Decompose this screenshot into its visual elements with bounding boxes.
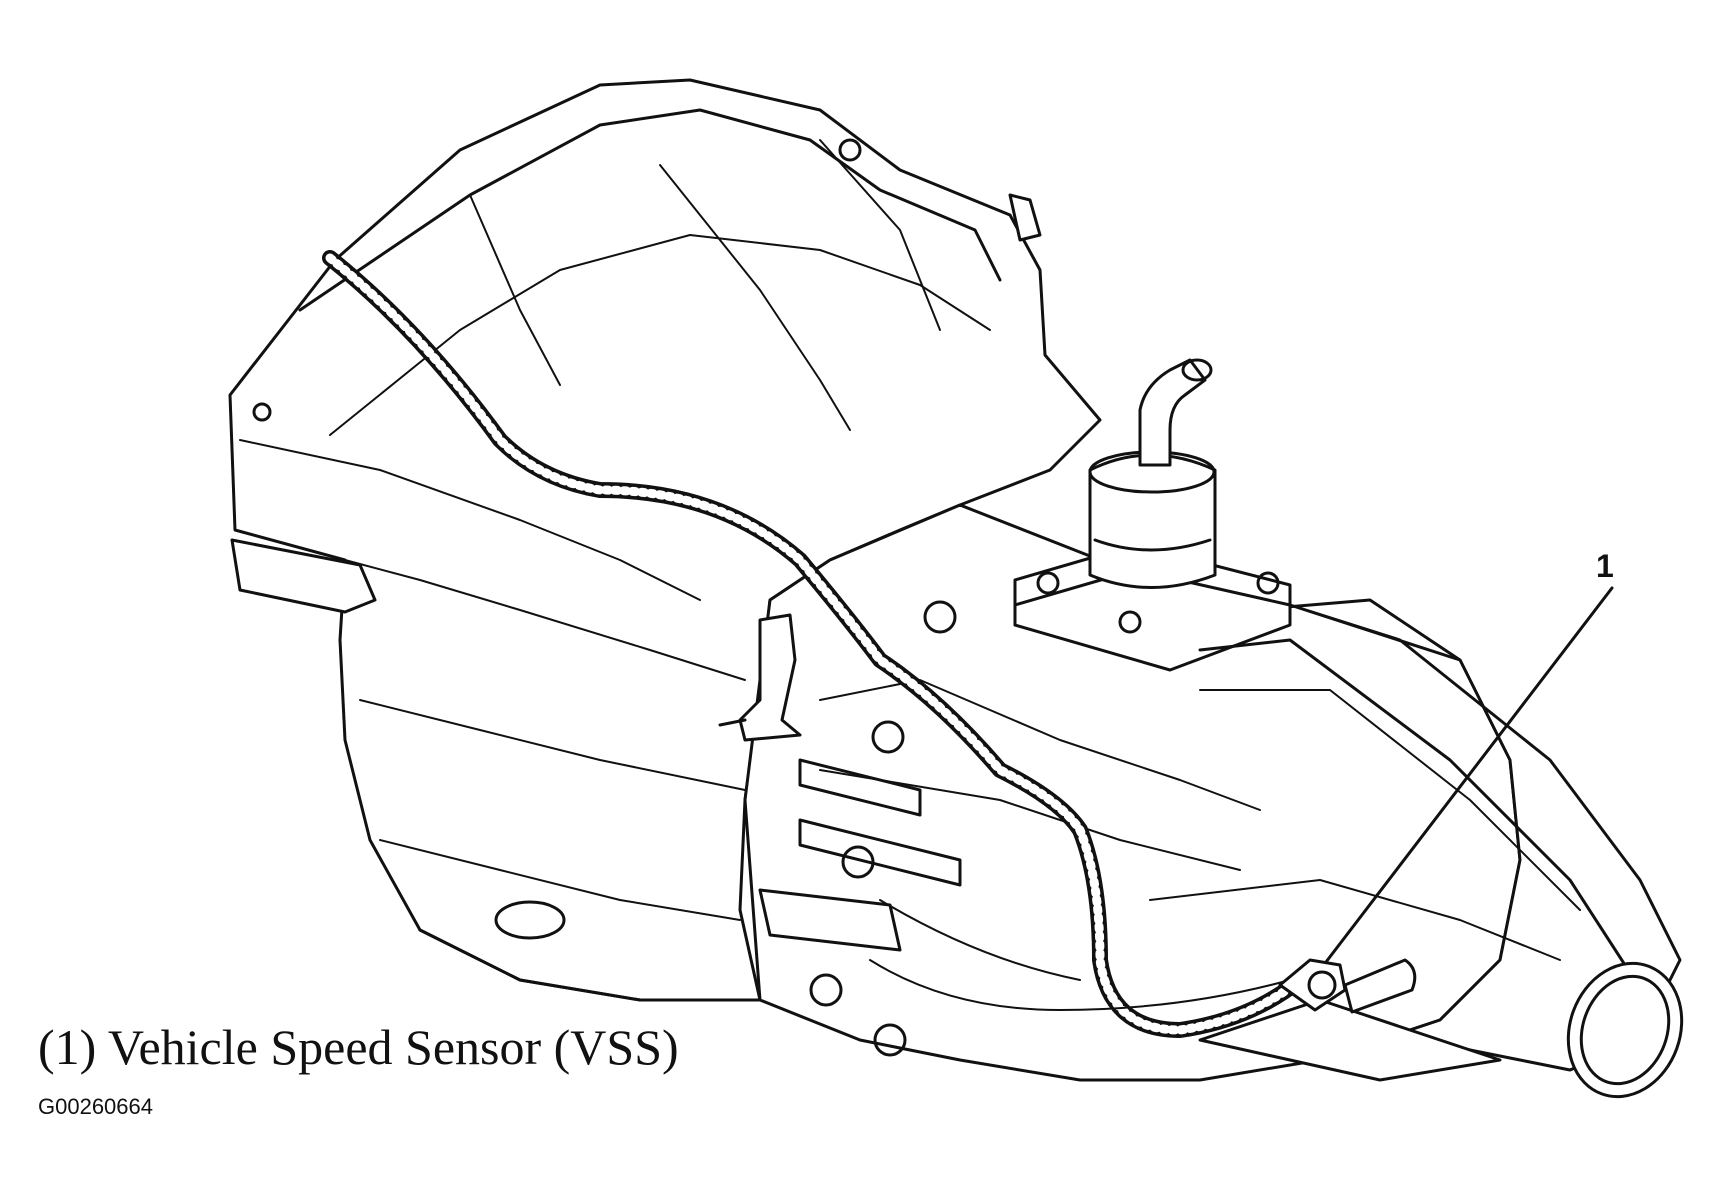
bolt-hole bbox=[252, 402, 272, 422]
callout-number-1: 1 bbox=[1596, 548, 1614, 584]
wiring-harness bbox=[322, 250, 1308, 1038]
figure-code: G00260664 bbox=[38, 1094, 153, 1119]
shifter-stub bbox=[1138, 358, 1207, 467]
bolt-hole bbox=[838, 138, 862, 162]
figure-caption: (1) Vehicle Speed Sensor (VSS) bbox=[38, 1019, 679, 1075]
harness-bracket bbox=[738, 613, 802, 742]
vehicle-speed-sensor bbox=[1278, 958, 1417, 1014]
callout-1-leader bbox=[1324, 586, 1614, 964]
mounting-ear-left bbox=[230, 538, 377, 614]
case-bolts bbox=[809, 600, 957, 1057]
shifter-tower bbox=[1088, 453, 1217, 589]
